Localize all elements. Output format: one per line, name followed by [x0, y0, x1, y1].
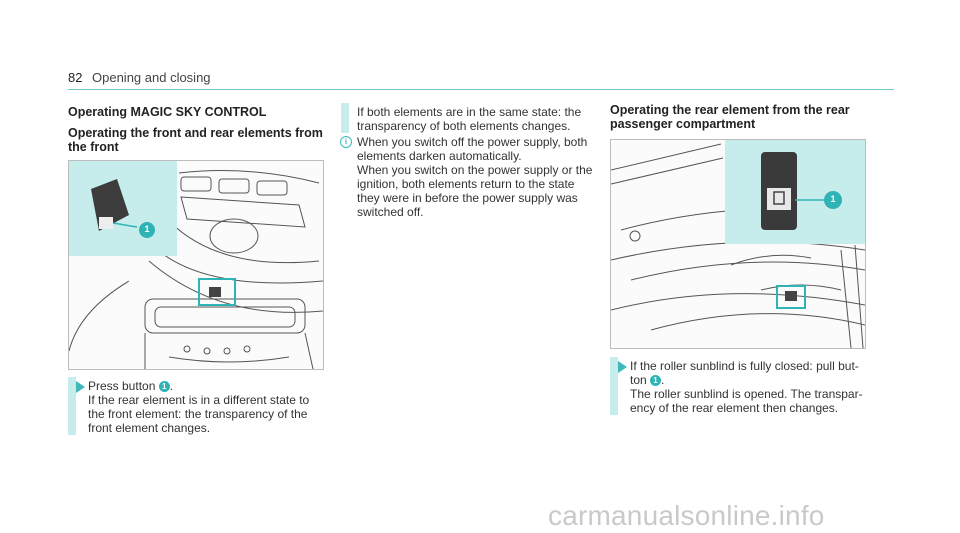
- info-line5: they were in before the power supply was: [357, 191, 578, 205]
- numbered-callout-icon: 1: [158, 381, 170, 392]
- highlight-box: [776, 285, 806, 309]
- heading-magic-sky-control: Operating MAGIC SKY CONTROL: [68, 105, 267, 119]
- step-text-line1: If the roller sunblind is fully closed: …: [630, 359, 859, 373]
- button-inset: [91, 179, 138, 231]
- info-icon: i: [340, 136, 352, 148]
- para-highlight-bar: [341, 103, 349, 133]
- heading-front-rear-line1: Operating the front and rear elements fr…: [68, 126, 323, 140]
- button-inset: [761, 152, 825, 230]
- figure-front-console: 1: [68, 160, 324, 370]
- triangle-right-icon: [76, 381, 85, 393]
- step-text-line4: ency of the rear element then changes.: [630, 401, 839, 415]
- step-highlight-bar: [610, 357, 618, 415]
- step-text-line4: front element changes.: [88, 421, 211, 435]
- rear-door-illustration: [611, 140, 865, 348]
- page-header: 82 Opening and closing: [68, 70, 892, 90]
- figure-callout-1-label: 1: [144, 224, 150, 234]
- numbered-callout-icon: 1: [650, 375, 662, 386]
- figure-rear-door: 1: [610, 139, 866, 349]
- header-rule: [68, 89, 894, 90]
- heading-front-rear-line2: the front: [68, 140, 119, 154]
- heading-rear-line1: Operating the rear element from the rear: [610, 103, 850, 117]
- info-line1: When you switch off the power supply, bo…: [357, 135, 588, 149]
- step-text-line3: the front element: the transparency of t…: [88, 407, 308, 421]
- info-line3: When you switch on the power supply or t…: [357, 163, 593, 177]
- info-line4: ignition, both elements return to the st…: [357, 177, 575, 191]
- highlight-box: [198, 278, 236, 306]
- info-line6: switched off.: [357, 205, 424, 219]
- figure-callout-1-label: 1: [830, 194, 836, 204]
- step-text-line2: If the rear element is in a different st…: [88, 393, 310, 407]
- step-text-line3: The roller sunblind is opened. The trans…: [630, 387, 863, 401]
- watermark: carmanualsonline.info: [548, 500, 825, 531]
- page-number: 82: [68, 70, 83, 85]
- figure-callout-1: [139, 222, 155, 238]
- step-highlight-bar: [68, 377, 76, 435]
- step-text-line2: ton 1.: [630, 373, 665, 387]
- para-line1: If both elements are in the same state: …: [357, 105, 582, 119]
- section-title: Opening and closing: [92, 70, 211, 85]
- figure-callout-1: [824, 191, 842, 209]
- triangle-right-icon: [618, 361, 627, 373]
- para-line2: transparency of both elements changes.: [357, 119, 571, 133]
- step-text-line1: Press button 1.: [88, 379, 174, 393]
- heading-rear-line2: passenger compartment: [610, 117, 756, 131]
- info-line2: elements darken automatically.: [357, 149, 522, 163]
- front-console-illustration: [69, 161, 323, 369]
